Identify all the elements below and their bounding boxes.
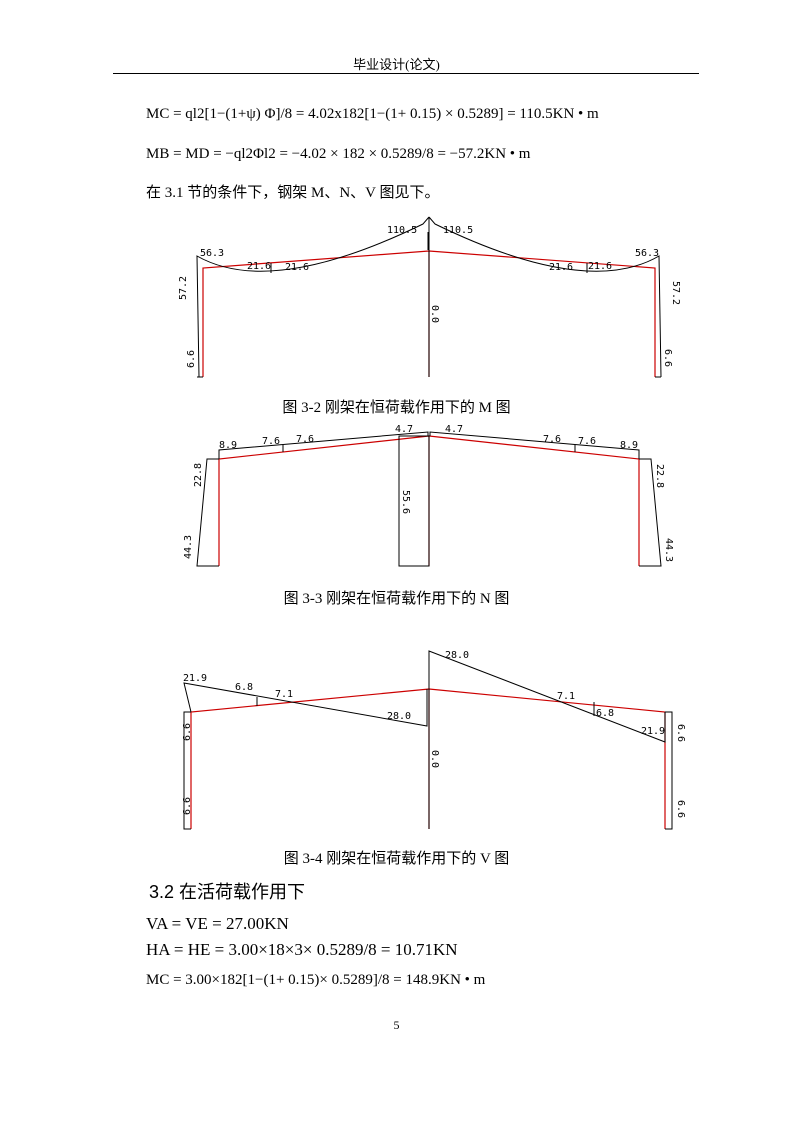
v-label-right-top: 21.9 [641, 726, 665, 737]
equation-mc-live: MC = 3.00×182[1−(1+ 0.15)× 0.5289]/8 = 1… [146, 972, 486, 988]
n-left-column [196, 458, 219, 567]
axial-force-diagram: 8.9 7.6 7.6 4.7 4.7 7.6 7.6 8.9 22.8 44.… [183, 424, 674, 567]
m-label-center: 0.0 [429, 305, 440, 323]
n-label-right-col-base: 44.3 [663, 538, 674, 562]
n-label-right-mid1: 7.6 [543, 434, 561, 445]
v-right-column [665, 711, 673, 830]
shear-force-diagram: 21.9 6.8 7.1 28.0 28.0 7.1 6.8 21.9 6.6 … [182, 650, 686, 830]
n-label-center: 55.6 [400, 490, 411, 514]
v-label-right-mid1: 7.1 [557, 691, 575, 702]
page-header: 毕业设计(论文) [353, 57, 440, 72]
caption-shear: 图 3-4 刚架在恒荷载作用下的 V 图 [283, 851, 510, 867]
n-label-left-apex: 4.7 [395, 424, 413, 435]
n-label-left-col-top: 22.8 [193, 463, 204, 487]
m-label-left-base: 6.6 [186, 350, 197, 368]
m-label-left-mid1: 21.6 [247, 261, 271, 272]
equation-ha-he: HA = HE = 3.00×18×3× 0.5289/8 = 10.71KN [146, 940, 458, 959]
v-label-right-col-base: 6.6 [675, 800, 686, 818]
n-rafter-right [429, 431, 640, 459]
m-label-right-mid2: 21.6 [588, 261, 612, 272]
v-label-right-apex: 28.0 [445, 650, 469, 661]
m-label-right-base: 6.6 [662, 349, 673, 367]
moment-curve-right [428, 216, 662, 378]
v-label-left-col-top: 6.6 [182, 723, 193, 741]
n-right-column [639, 458, 662, 567]
v-label-left-col-base: 6.6 [182, 797, 193, 815]
v-rafter-left [183, 682, 428, 727]
v-left-column [183, 711, 191, 830]
caption-moment: 图 3-2 刚架在恒荷载作用下的 M 图 [282, 400, 511, 416]
equation-mb-md: MB = MD = −ql2Φl2 = −4.02 × 182 × 0.5289… [146, 146, 531, 162]
n-label-left-col-base: 44.3 [183, 535, 194, 559]
v-label-right-mid2: 6.8 [596, 708, 614, 719]
n-label-right-col-top: 22.8 [654, 464, 665, 488]
m-label-right-apex: 110.5 [443, 225, 473, 236]
v-label-left-apex: 28.0 [387, 711, 411, 722]
moment-curve-left [196, 216, 430, 378]
v-label-left-mid1: 6.8 [235, 682, 253, 693]
v-label-left-mid2: 7.1 [275, 689, 293, 700]
n-rafter-left [218, 431, 429, 459]
v-rafter-right [428, 650, 666, 743]
m-label-left-apex: 110.5 [387, 225, 417, 236]
moment-diagram: 56.3 21.6 21.6 110.5 110.5 21.6 21.6 56.… [178, 216, 681, 378]
equation-va-ve: VA = VE = 27.00KN [146, 914, 289, 933]
header-rule [113, 73, 699, 74]
section-heading: 3.2 在活荷载作用下 [149, 882, 306, 902]
n-label-right-apex: 4.7 [445, 424, 463, 435]
n-label-left-mid2: 7.6 [296, 434, 314, 445]
m-label-right-top: 56.3 [635, 248, 659, 259]
equation-mc: MC = ql2[1−(1+ψ) Φ]/8 = 4.02x182[1−(1+ 0… [146, 106, 599, 122]
m-label-right-col: 57.2 [670, 281, 681, 305]
n-center-column [398, 435, 430, 567]
m-label-left-mid2: 21.6 [285, 262, 309, 273]
n-label-right-mid2: 7.6 [578, 436, 596, 447]
v-label-center: 0.0 [429, 750, 440, 768]
m-label-left-col: 57.2 [178, 276, 189, 300]
page-number: 5 [393, 1018, 400, 1032]
n-label-right-top: 8.9 [620, 440, 638, 451]
m-label-left-top: 56.3 [200, 248, 224, 259]
n-label-left-mid1: 7.6 [262, 436, 280, 447]
caption-axial: 图 3-3 刚架在恒荷载作用下的 N 图 [283, 591, 510, 607]
n-label-left-top: 8.9 [219, 440, 237, 451]
intro-sentence: 在 3.1 节的条件下，钢架 M、N、V 图见下。 [146, 185, 440, 201]
v-label-left-top: 21.9 [183, 673, 207, 684]
m-label-right-mid1: 21.6 [549, 262, 573, 273]
v-label-right-col-top: 6.6 [675, 724, 686, 742]
